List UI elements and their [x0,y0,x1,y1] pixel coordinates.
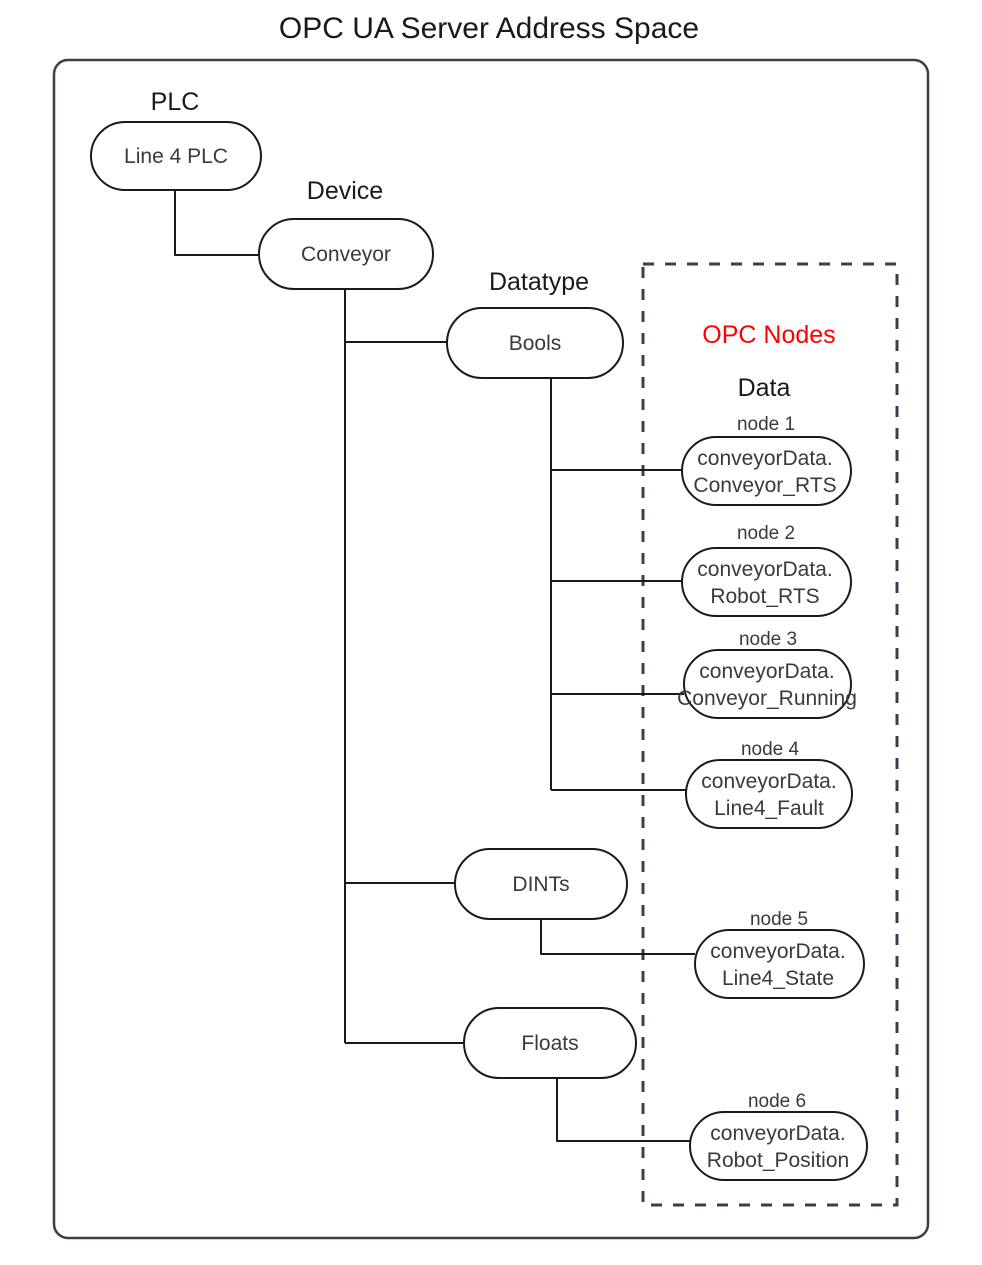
opc-node-4[interactable]: conveyorData. Line4_Fault [685,759,853,829]
opc-node-2-tag: node 2 [737,523,795,544]
connector-dints-to-node5 [540,918,695,955]
connector-plc-to-conveyor [174,190,258,256]
opc-nodes-boundary [641,262,899,1207]
node-line-4-plc[interactable]: Line 4 PLC [90,121,262,191]
node-datatype-bools-shape [446,307,624,379]
opc-node-2-line1: conveyorData. [697,558,832,581]
opc-node-1[interactable]: conveyorData. Conveyor_RTS [681,436,852,506]
node-datatype-floats-label: Floats [521,1032,578,1055]
opc-node-3-line2: Conveyor_Running [677,687,857,710]
opc-node-5-line2: Line4_State [722,967,834,990]
opc-node-4-line1: conveyorData. [701,770,836,793]
opc-node-6[interactable]: conveyorData. Robot_Position [689,1111,868,1181]
opc-node-5-shape [694,929,865,999]
node-conveyor-label: Conveyor [301,243,391,266]
opc-node-2-line2: Robot_RTS [710,585,819,608]
opc-node-3-tag: node 3 [739,629,797,650]
node-datatype-floats[interactable]: Floats [463,1007,637,1079]
opc-node-4-shape [685,759,853,829]
group-label-device: Device [307,177,383,205]
opc-node-2-shape [681,547,852,617]
node-conveyor-shape [258,218,434,290]
opc-node-3-shape [683,649,852,719]
opc-node-5-line1: conveyorData. [710,940,845,963]
node-datatype-bools-label: Bools [509,332,562,355]
opc-node-1-shape [681,436,852,506]
opc-node-1-line2: Conveyor_RTS [693,474,836,497]
opc-node-3[interactable]: conveyorData. Conveyor_Running [677,649,857,719]
group-label-datatype: Datatype [489,268,589,296]
opc-node-6-line1: conveyorData. [710,1122,845,1145]
opc-node-4-line2: Line4_Fault [714,797,824,820]
opc-node-2[interactable]: conveyorData. Robot_RTS [681,547,852,617]
node-line-4-plc-shape [90,121,262,191]
group-label-data: Data [738,374,791,402]
node-datatype-floats-shape [463,1007,637,1079]
node-datatype-bools[interactable]: Bools [446,307,624,379]
group-label-opc-nodes: OPC Nodes [702,321,835,349]
diagram-title: OPC UA Server Address Space [279,12,699,45]
node-datatype-dints-shape [454,848,628,920]
opc-node-1-line1: conveyorData. [697,447,832,470]
opc-node-6-line2: Robot_Position [707,1149,849,1172]
node-datatype-dints[interactable]: DINTs [454,848,628,920]
opc-node-6-tag: node 6 [748,1091,806,1112]
node-conveyor[interactable]: Conveyor [258,218,434,290]
opc-node-3-line1: conveyorData. [699,660,834,683]
opc-node-6-shape [689,1111,868,1181]
opc-node-4-tag: node 4 [741,739,800,760]
connector-floats-to-node6 [556,1078,690,1142]
group-label-plc: PLC [151,88,200,116]
opc-node-5[interactable]: conveyorData. Line4_State [694,929,865,999]
node-datatype-dints-label: DINTs [512,873,569,896]
opc-node-1-tag: node 1 [737,414,795,435]
opc-node-5-tag: node 5 [750,909,808,930]
node-line-4-plc-label: Line 4 PLC [124,145,228,168]
